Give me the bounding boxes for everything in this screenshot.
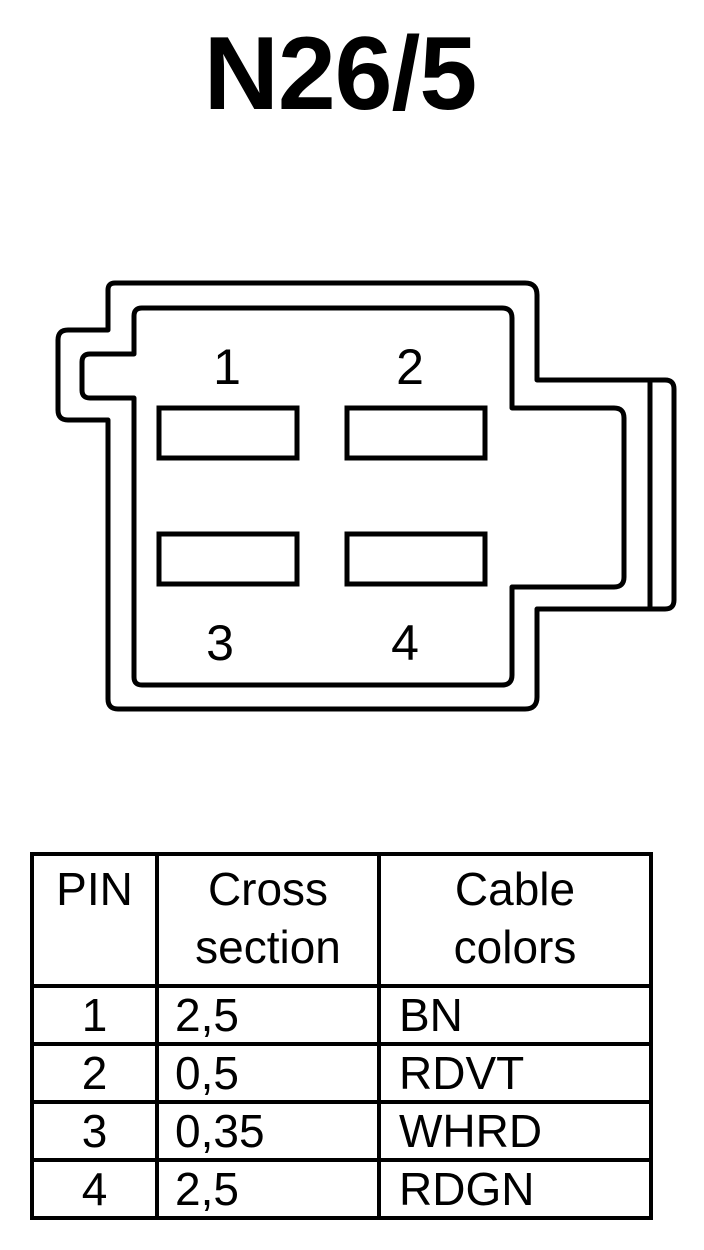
connector-inner-outline <box>79 305 627 688</box>
cell-cross-section: 0,5 <box>155 1042 381 1104</box>
cell-cross-section: 0,35 <box>155 1100 381 1162</box>
cell-cable-color: WHRD <box>377 1100 653 1162</box>
pin-3-label: 3 <box>206 615 234 671</box>
table-row: 4 2,5 RDGN <box>30 1158 653 1220</box>
header-cross-section: Cross section <box>155 852 381 988</box>
pin-2-label: 2 <box>396 339 424 395</box>
connector-outer-outline <box>55 280 677 712</box>
pin-2-contact <box>344 405 488 461</box>
header-cable-colors: Cable colors <box>377 852 653 988</box>
cell-cable-color: BN <box>377 984 653 1046</box>
pin-3-contact <box>156 531 300 587</box>
pin-1-contact <box>156 405 300 461</box>
cell-cross-section: 2,5 <box>155 1158 381 1220</box>
table-row: 1 2,5 BN <box>30 984 653 1046</box>
pin-4-label: 4 <box>391 615 419 671</box>
table-row: 2 0,5 RDVT <box>30 1042 653 1104</box>
cell-cable-color: RDGN <box>377 1158 653 1220</box>
connector-diagram: 1 2 3 4 <box>55 280 677 712</box>
table-row: 3 0,35 WHRD <box>30 1100 653 1162</box>
cell-pin: 1 <box>30 984 159 1046</box>
connector-title: N26/5 <box>203 16 478 132</box>
cell-pin: 3 <box>30 1100 159 1162</box>
pin-1-label: 1 <box>213 339 241 395</box>
cell-cross-section: 2,5 <box>155 984 381 1046</box>
cell-pin: 4 <box>30 1158 159 1220</box>
table-header-row: PIN Cross section Cable colors <box>30 852 653 988</box>
header-pin: PIN <box>30 852 159 988</box>
pin-assignment-table: PIN Cross section Cable colors 1 2,5 BN … <box>30 852 653 1220</box>
cell-cable-color: RDVT <box>377 1042 653 1104</box>
cell-pin: 2 <box>30 1042 159 1104</box>
pin-4-contact <box>344 531 488 587</box>
